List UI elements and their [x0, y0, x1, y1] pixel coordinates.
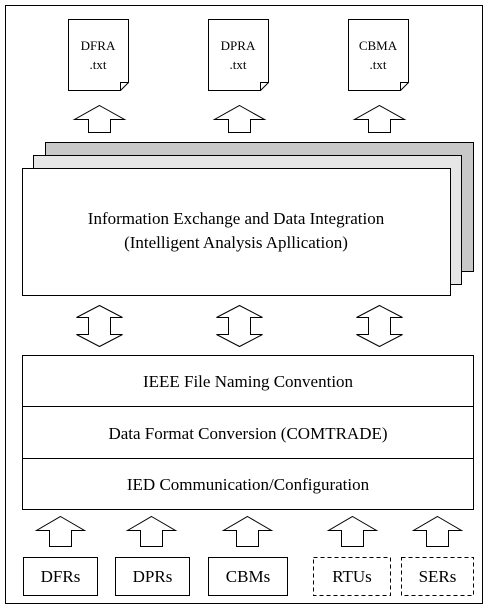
device-sers: [401, 557, 474, 596]
file-cbma-name: CBMA: [359, 38, 398, 53]
file-dpra-shape: [208, 19, 269, 91]
up-arrow-icon: [221, 515, 274, 547]
device-dfrs: [23, 557, 98, 596]
file-cbma-fold: [400, 82, 409, 91]
device-cbms-label: CBMs: [226, 567, 270, 586]
device-cbms: [208, 557, 288, 596]
layer-ied-communication: [22, 458, 474, 510]
layer-format-conversion-label: Data Format Conversion (COMTRADE): [108, 424, 387, 443]
file-icon-cbma: CBMA .txt: [348, 19, 409, 91]
file-dfra-ext: .txt: [90, 57, 107, 72]
bidirectional-arrow-icon: [216, 304, 263, 348]
main-box-subtitle: (Intelligent Analysis Apllication): [124, 233, 348, 252]
file-dpra-fold: [260, 82, 269, 91]
file-dfra-shape: [68, 19, 129, 91]
layer-file-naming: [22, 355, 474, 407]
main-box: [22, 168, 451, 296]
layer-file-naming-label: IEEE File Naming Convention: [143, 372, 354, 391]
bidirectional-arrow-icon: [356, 304, 403, 348]
file-dfra-name: DFRA: [81, 38, 116, 53]
file-icon-dpra: DPRA .txt: [208, 19, 269, 91]
up-arrow-icon: [212, 104, 267, 133]
device-dprs-label: DPRs: [133, 567, 173, 586]
bidirectional-arrow-icon: [76, 304, 123, 348]
up-arrow-icon: [72, 104, 127, 133]
up-arrow-icon: [326, 515, 379, 547]
outer-frame: [5, 5, 483, 604]
file-icon-dfra: DFRA .txt: [68, 19, 129, 91]
up-arrow-icon: [125, 515, 178, 547]
layer-format-conversion: [22, 406, 474, 459]
file-dpra-ext: .txt: [230, 57, 247, 72]
file-dfra-fold: [120, 82, 129, 91]
device-dprs: [115, 557, 190, 596]
device-rtus-label: RTUs: [332, 567, 372, 586]
main-box-title: Information Exchange and Data Integratio…: [88, 209, 385, 228]
file-cbma-shape: [348, 19, 409, 91]
device-rtus: [313, 557, 391, 596]
up-arrow-icon: [34, 515, 87, 547]
file-dpra-name: DPRA: [221, 38, 256, 53]
up-arrow-icon: [411, 515, 464, 547]
layer-ied-communication-label: IED Communication/Configuration: [127, 475, 370, 494]
file-cbma-ext: .txt: [370, 57, 387, 72]
device-dfrs-label: DFRs: [41, 567, 81, 586]
up-arrow-icon: [352, 104, 407, 133]
device-sers-label: SERs: [419, 567, 457, 586]
